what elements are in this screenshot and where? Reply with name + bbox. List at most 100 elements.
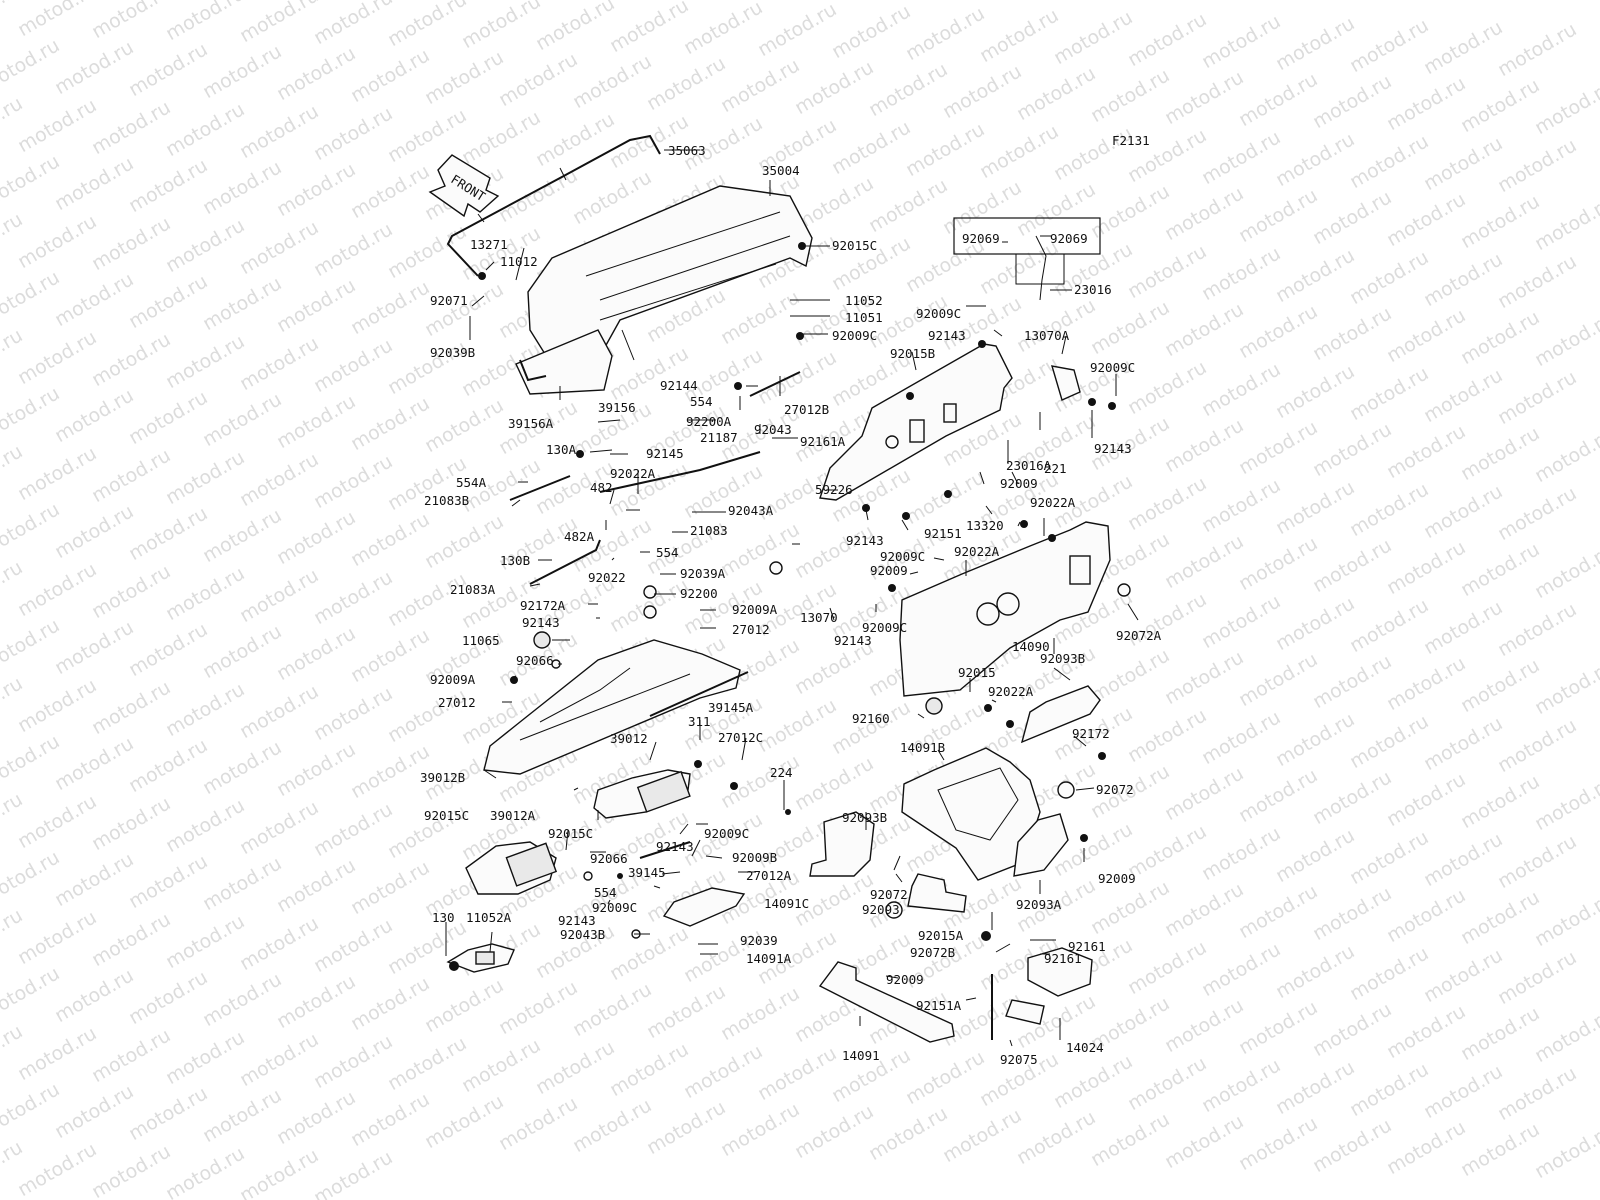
harness-group-box xyxy=(953,217,1101,255)
part-number-label: 14024 xyxy=(1066,1040,1104,1055)
part-number-label: 92093B xyxy=(1040,651,1085,666)
part-number-label: 11051 xyxy=(845,310,883,325)
part-number-label: 59226 xyxy=(815,482,853,497)
part-number-label: 92015C xyxy=(548,826,593,841)
part-number-label: 92144 xyxy=(660,378,698,393)
part-number-label: 39156 xyxy=(598,400,636,415)
part-number-label: 92072 xyxy=(870,887,908,902)
part-number-label: 92039A xyxy=(680,566,726,581)
callout-labels: 35063 35004 13271 11012 92071 92039B 92015C 110… xyxy=(420,143,1162,1067)
part-number-label: 39012A xyxy=(490,808,536,823)
part-number-label: 92022A xyxy=(988,684,1034,699)
part-number-label: 92043 xyxy=(754,422,792,437)
part-number-label: 35004 xyxy=(762,163,800,178)
part-number-label: 39156A xyxy=(508,416,554,431)
front-arrow-icon: FRONT xyxy=(428,154,500,218)
roof-rod xyxy=(446,134,661,277)
part-number-label: 11012 xyxy=(500,254,538,269)
part-number-label: 21187 xyxy=(700,430,738,445)
floor-panel-14091 xyxy=(818,961,955,1043)
part-number-label: 92009C xyxy=(704,826,749,841)
part-number-label: 130B xyxy=(500,553,530,568)
part-number-label: 21083A xyxy=(450,582,496,597)
part-number-label: 27012A xyxy=(746,868,792,883)
rod-21083A xyxy=(529,539,601,585)
part-number-label: 92093A xyxy=(1016,897,1062,912)
part-number-label: 92072B xyxy=(910,945,955,960)
part-number-label: 92143 xyxy=(558,913,596,928)
bracket-14091C xyxy=(662,887,746,927)
part-number-label: 27012B xyxy=(784,402,829,417)
part-number-label: 92039B xyxy=(430,345,475,360)
part-number-label: 92009C xyxy=(880,549,925,564)
rod-39145 xyxy=(639,841,691,859)
bracket-13070A xyxy=(1051,365,1081,401)
part-number-label: 11052A xyxy=(466,910,512,925)
part-number-label: 92151 xyxy=(924,526,962,541)
part-number-label: 92151A xyxy=(916,998,962,1013)
part-number-label: 27012C xyxy=(718,730,763,745)
side-plate-92093B xyxy=(809,811,875,877)
part-number-label: 92015 xyxy=(958,665,996,680)
part-number-label: 92071 xyxy=(430,293,468,308)
part-number-label: 92022A xyxy=(610,466,656,481)
part-number-label: 92009C xyxy=(916,306,961,321)
part-number-label: 14091B xyxy=(900,740,945,755)
part-number-label: 35063 xyxy=(668,143,706,158)
part-number-label: 92009 xyxy=(886,972,924,987)
leader-lines xyxy=(445,149,1139,1047)
part-number-label: 13271 xyxy=(470,237,508,252)
part-number-label: 92015C xyxy=(424,808,469,823)
part-number-label: 27012 xyxy=(438,695,476,710)
upper-cowl xyxy=(527,185,813,379)
plate-92093 xyxy=(907,873,967,913)
part-number-label: 21083 xyxy=(690,523,728,538)
part-number-label: 13320 xyxy=(966,518,1004,533)
plate-92093B-upper xyxy=(1020,685,1101,744)
part-number-label: 92009 xyxy=(870,563,908,578)
part-number-label: 92143 xyxy=(1094,441,1132,456)
part-number-label: 39145A xyxy=(708,700,754,715)
part-labels: F2131 350633500413271110129207192039B920… xyxy=(420,133,1162,1067)
part-number-label: 92009A xyxy=(430,672,476,687)
part-number-label: 554A xyxy=(456,475,487,490)
part-number-label: 92009C xyxy=(862,620,907,635)
rod-39145A xyxy=(649,671,749,717)
part-number-label: 92009 xyxy=(1000,476,1038,491)
part-number-label: 92022A xyxy=(954,544,1000,559)
part-number-label: 92009C xyxy=(592,900,637,915)
part-number-label: 11065 xyxy=(462,633,500,648)
part-number-label: 92015B xyxy=(890,346,935,361)
rod-21187 xyxy=(599,451,761,493)
part-number-label: 92161A xyxy=(800,434,846,449)
part-number-label: 92145 xyxy=(646,446,684,461)
part-number-label: 92072A xyxy=(1116,628,1162,643)
part-illustrations: FRONT xyxy=(428,134,1131,1043)
part-number-label: 92143 xyxy=(928,328,966,343)
part-number-label: 92022A xyxy=(1030,495,1076,510)
part-number-label: 92015A xyxy=(918,928,964,943)
floor-pan-14091B xyxy=(901,747,1041,881)
part-number-label: 92066 xyxy=(516,653,554,668)
part-number-label: 92043A xyxy=(728,503,774,518)
part-number-label: 92009A xyxy=(732,602,778,617)
part-number-label: 39012B xyxy=(420,770,465,785)
part-number-label: 92009B xyxy=(732,850,777,865)
part-number-label: 92200 xyxy=(680,586,718,601)
part-number-label: 39012 xyxy=(610,731,648,746)
part-number-label: 27012 xyxy=(732,622,770,637)
part-number-label: 482A xyxy=(564,529,595,544)
part-number-label: 92009C xyxy=(832,328,877,343)
part-number-label: 224 xyxy=(770,765,793,780)
part-number-label: 14091C xyxy=(764,896,809,911)
part-number-label: 23016A xyxy=(1006,458,1052,473)
part-number-label: 130A xyxy=(546,442,577,457)
rod-21083 xyxy=(509,475,571,501)
battery-14024 xyxy=(1027,947,1093,997)
part-number-label: 92143 xyxy=(656,839,694,854)
part-number-label: 92093 xyxy=(862,902,900,917)
pad-92075 xyxy=(1005,999,1045,1025)
part-number-label: 92066 xyxy=(590,851,628,866)
part-number-label: 21083B xyxy=(424,493,469,508)
